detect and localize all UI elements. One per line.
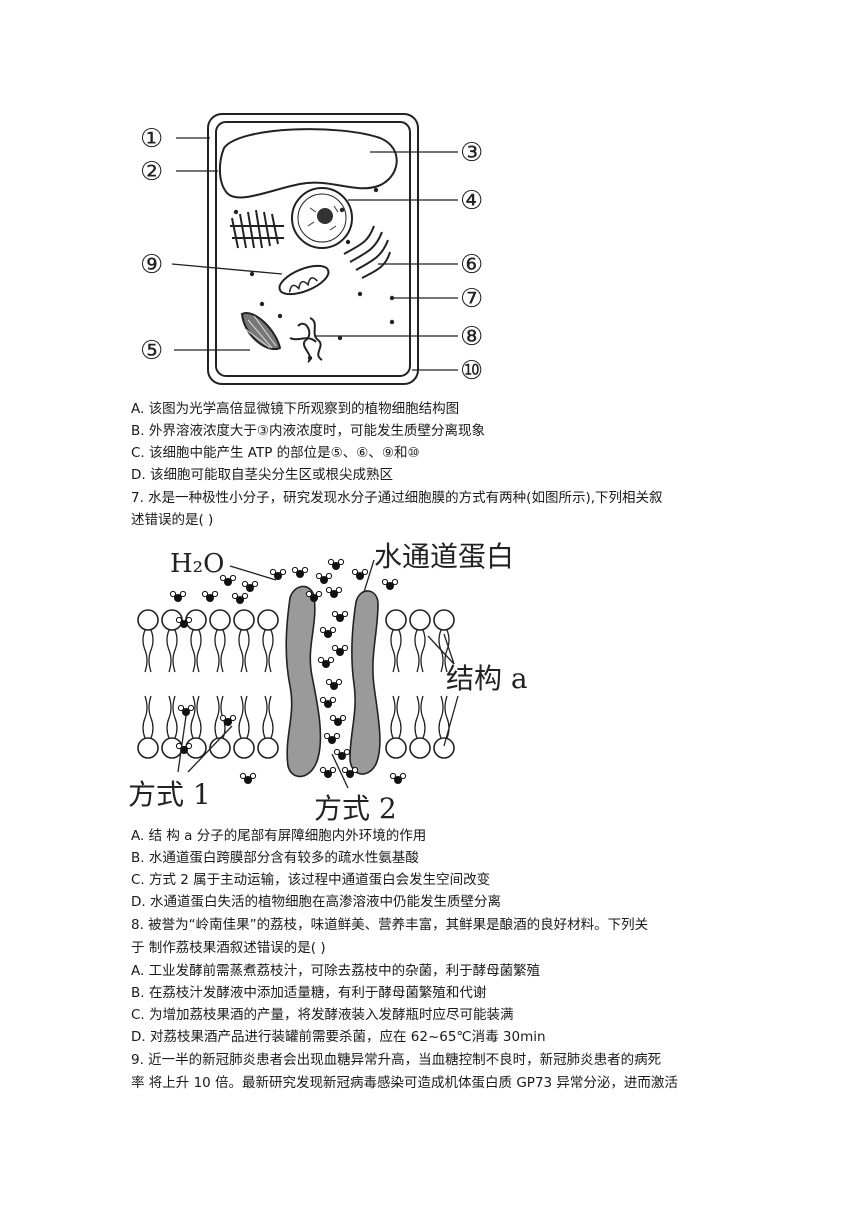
label-h2o: H₂O bbox=[170, 549, 224, 579]
q8-stem-line2: 于 制作荔枝果酒叙述错误的是( ) bbox=[131, 940, 326, 956]
q7-option-a: A. 结 构 a 分子的尾部有屏障细胞内外环境的作用 bbox=[131, 828, 427, 844]
label-6: ⑥ bbox=[460, 250, 483, 280]
leader-lines bbox=[171, 137, 458, 371]
golgi-apparatus bbox=[343, 225, 391, 279]
q6-option-c: C. 该细胞中能产生 ATP 的部位是⑤、⑥、⑨和⑩ bbox=[131, 445, 420, 461]
label-9: ⑨ bbox=[140, 250, 163, 280]
q6-option-b: B. 外界溶液浓度大于③内液浓度时，可能发生质壁分离现象 bbox=[131, 423, 485, 439]
q7-stem-line1: 7. 水是一种极性小分子，研究发现水分子通过细胞膜的方式有两种(如图所示),下列… bbox=[131, 490, 663, 506]
aquaporin bbox=[285, 585, 381, 778]
q9-line2: 率 将上升 10 倍。最新研究发现新冠病毒感染可造成机体蛋白质 GP73 异常分… bbox=[131, 1075, 678, 1091]
q7-option-b: B. 水通道蛋白跨膜部分含有较多的疏水性氨基酸 bbox=[131, 850, 419, 866]
ribosome-cluster bbox=[289, 317, 323, 363]
label-8: ⑧ bbox=[460, 322, 483, 352]
label-10: ⑩ bbox=[460, 356, 483, 386]
label-5: ⑤ bbox=[140, 336, 163, 366]
q8-option-b: B. 在荔枝汁发酵液中添加适量糖，有利于酵母菌繁殖和代谢 bbox=[131, 985, 487, 1001]
membrane-water-channel-diagram: H₂O 水通道蛋白 结构 a 方式 1 方式 2 bbox=[128, 540, 528, 825]
chloroplast bbox=[240, 312, 282, 351]
label-2: ② bbox=[140, 157, 163, 187]
q7-option-c: C. 方式 2 属于主动运输，该过程中通道蛋白会发生空间改变 bbox=[131, 872, 491, 888]
label-aquaporin: 水通道蛋白 bbox=[374, 540, 514, 573]
q8-option-a: A. 工业发酵前需蒸煮荔枝汁，可除去荔枝中的杂菌，利于酵母菌繁殖 bbox=[131, 963, 541, 979]
label-7: ⑦ bbox=[460, 284, 483, 314]
q9-line1: 9. 近一半的新冠肺炎患者会出现血糖异常升高，当血糖控制不良时，新冠肺炎患者的病… bbox=[131, 1052, 662, 1068]
endoplasmic-reticulum bbox=[230, 209, 284, 249]
cell-membrane bbox=[215, 121, 411, 377]
label-way-2: 方式 2 bbox=[314, 792, 397, 825]
q8-stem-line1: 8. 被誉为“岭南佳果”的荔枝，味道鲜美、营养丰富，其鲜果是酿酒的良好材料。下列… bbox=[131, 917, 649, 933]
q7-stem-line2: 述错误的是( ) bbox=[131, 512, 214, 528]
cell-wall bbox=[207, 113, 419, 385]
label-4: ④ bbox=[460, 186, 483, 216]
label-structure-a: 结构 a bbox=[446, 662, 528, 695]
q7-option-d: D. 水通道蛋白失活的植物细胞在高渗溶液中仍能发生质壁分离 bbox=[131, 894, 501, 910]
nucleus bbox=[291, 187, 353, 249]
label-3: ③ bbox=[460, 138, 483, 168]
ribosome-dots bbox=[233, 187, 395, 361]
label-1: ① bbox=[140, 124, 163, 154]
q6-option-d: D. 该细胞可能取自茎尖分生区或根尖成熟区 bbox=[131, 467, 393, 483]
q8-option-c: C. 为增加荔枝果酒的产量，将发酵液装入发酵瓶时应尽可能装满 bbox=[131, 1007, 514, 1023]
q8-option-d: D. 对荔枝果酒产品进行装罐前需要杀菌，应在 62~65℃消毒 30min bbox=[131, 1029, 546, 1045]
leader-lines bbox=[177, 559, 459, 789]
mitochondrion bbox=[278, 264, 330, 296]
label-way-1: 方式 1 bbox=[128, 778, 211, 811]
q6-option-a: A. 该图为光学高倍显微镜下所观察到的植物细胞结构图 bbox=[131, 401, 460, 417]
vacuole bbox=[218, 128, 398, 199]
plant-cell-diagram: ① ② ③ ④ ⑨ ⑥ ⑦ ⑧ ⑤ ⑩ bbox=[140, 113, 483, 386]
